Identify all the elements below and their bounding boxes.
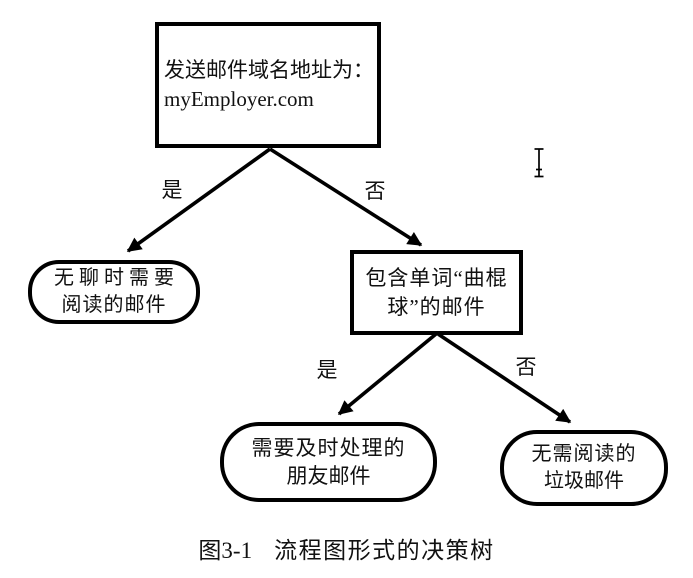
figure-caption-title: 流程图形式的决策树 [274, 538, 495, 563]
leaf-node-friend-email: 需要及时处理的 朋友邮件 [220, 422, 437, 502]
figure-caption: 图3-1 流程图形式的决策树 [0, 531, 693, 565]
leaf-node-line1: 需要及时处理的 [251, 436, 406, 460]
leaf-node-line2: 垃圾邮件 [544, 470, 624, 492]
figure-caption-number: 图3-1 [198, 538, 253, 563]
leaf-node-spam-email: 无需阅读的 垃圾邮件 [500, 430, 668, 506]
edge-line-level2-no [437, 332, 572, 424]
root-decision-node: 发送邮件域名地址为： myEmployer.com [155, 22, 381, 148]
text-ibeam-cursor-icon [534, 148, 544, 178]
edge-line-level2-yes [337, 332, 438, 416]
decision-node-hockey: 包含单词“曲棍 球”的邮件 [350, 250, 523, 335]
edge-label-level1-yes: 是 [161, 178, 183, 202]
edge-label-level2-yes: 是 [316, 358, 338, 382]
leaf-node-line1: 无需阅读的 [531, 443, 637, 465]
leaf-node-line2: 阅读的邮件 [61, 294, 167, 316]
root-node-line2: myEmployer.com [164, 87, 314, 111]
leaf-node-line1: 无聊时需要 [54, 267, 179, 289]
decision-node-line1: 包含单词“曲棍 [365, 265, 508, 290]
edge-label-level2-no: 否 [515, 355, 537, 379]
edge-label-level1-no: 否 [364, 179, 386, 203]
leaf-node-boring-email: 无聊时需要 阅读的邮件 [28, 260, 200, 324]
decision-node-line2: 球”的邮件 [387, 294, 486, 319]
edge-line-level1-no [269, 147, 423, 247]
root-node-line1: 发送邮件域名地址为： [164, 58, 374, 82]
leaf-node-line2: 朋友邮件 [286, 464, 371, 488]
edge-line-level1-yes [126, 147, 272, 253]
